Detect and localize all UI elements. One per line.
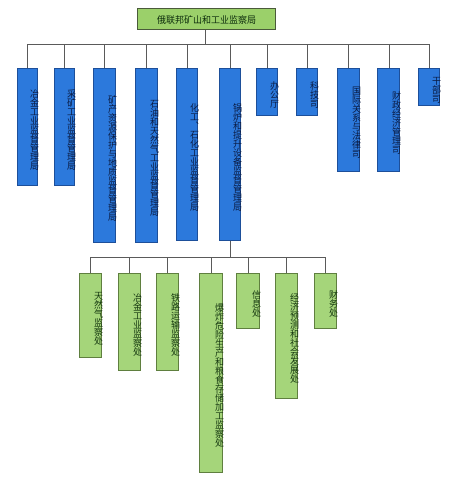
div-node-6: 财务处: [314, 273, 337, 329]
dept-node-8: 国际关系与法律司: [337, 68, 360, 172]
div-drop-4: [248, 257, 249, 273]
dept-label-8: 国际关系与法律司: [350, 86, 360, 158]
div-drop-1: [129, 257, 130, 273]
dept-node-7: 科技司: [296, 68, 318, 116]
dept-node-2: 矿产资源保护与地质监督管理局: [93, 68, 116, 243]
div-drop-2: [167, 257, 168, 273]
dept-drop-2: [104, 44, 105, 68]
div-drop-6: [325, 257, 326, 273]
dept-node-1: 采矿工业监督管理局: [54, 68, 75, 186]
dept-drop-5: [230, 44, 231, 68]
dept-node-3: 石油和天然气工业监督管理局: [135, 68, 158, 243]
dept-label-7: 科技司: [308, 80, 318, 108]
dept-node-5: 锅炉和提升设备监督管理局: [219, 68, 241, 241]
dept-node-9: 财政经济管理司: [377, 68, 400, 172]
root-node: 俄联邦矿山和工业监察局: [137, 8, 276, 30]
dept-node-10: 干部司: [418, 68, 440, 106]
dept-drop-10: [429, 44, 430, 68]
div-drop-5: [286, 257, 287, 273]
div-label-5: 经济预测和社会发展处: [288, 293, 298, 383]
dept-label-6: 办公厅: [268, 80, 278, 108]
dept-label-3: 石油和天然气工业监督管理局: [148, 99, 158, 216]
div-label-0: 天然气监察处: [92, 290, 102, 345]
div-drop-0: [90, 257, 91, 273]
dept-bus: [27, 44, 430, 45]
dept-drop-9: [389, 44, 390, 68]
div-label-2: 铁路运输监察处: [169, 292, 179, 356]
dept-label-1: 采矿工业监督管理局: [65, 88, 75, 170]
div-node-5: 经济预测和社会发展处: [275, 273, 298, 399]
div-drop-3: [211, 257, 212, 273]
div-bus: [90, 257, 326, 258]
dept-label-0: 冶金工业监督管理局: [28, 88, 38, 170]
dept-drop-1: [64, 44, 65, 68]
dept-label-4: 化工、石化工业监督管理局: [188, 102, 198, 211]
div-label-3: 爆炸危险生产和粮食存储加工监察处: [213, 303, 223, 447]
dept-drop-6: [267, 44, 268, 68]
dept-label-5: 锅炉和提升设备监督管理局: [231, 102, 241, 211]
dept-label-9: 财政经济管理司: [390, 90, 400, 154]
div-stem: [230, 241, 231, 257]
dept-label-2: 矿产资源保护与地质监督管理局: [106, 94, 116, 221]
dept-drop-8: [348, 44, 349, 68]
div-label-6: 财务处: [327, 289, 337, 317]
dept-drop-3: [146, 44, 147, 68]
root-label: 俄联邦矿山和工业监察局: [156, 15, 256, 26]
div-node-0: 天然气监察处: [79, 273, 102, 358]
div-node-4: 信息处: [236, 273, 260, 329]
dept-drop-7: [307, 44, 308, 68]
dept-drop-4: [187, 44, 188, 68]
div-node-3: 爆炸危险生产和粮食存储加工监察处: [199, 273, 223, 473]
div-node-2: 铁路运输监察处: [156, 273, 179, 371]
root-stem: [205, 30, 206, 44]
div-node-1: 冶金工业监察处: [118, 273, 141, 371]
dept-node-4: 化工、石化工业监督管理局: [176, 68, 198, 241]
div-label-4: 信息处: [250, 289, 260, 317]
div-label-1: 冶金工业监察处: [131, 292, 141, 356]
dept-node-6: 办公厅: [256, 68, 278, 116]
dept-drop-0: [27, 44, 28, 68]
dept-label-10: 干部司: [430, 75, 440, 103]
dept-node-0: 冶金工业监督管理局: [17, 68, 38, 186]
